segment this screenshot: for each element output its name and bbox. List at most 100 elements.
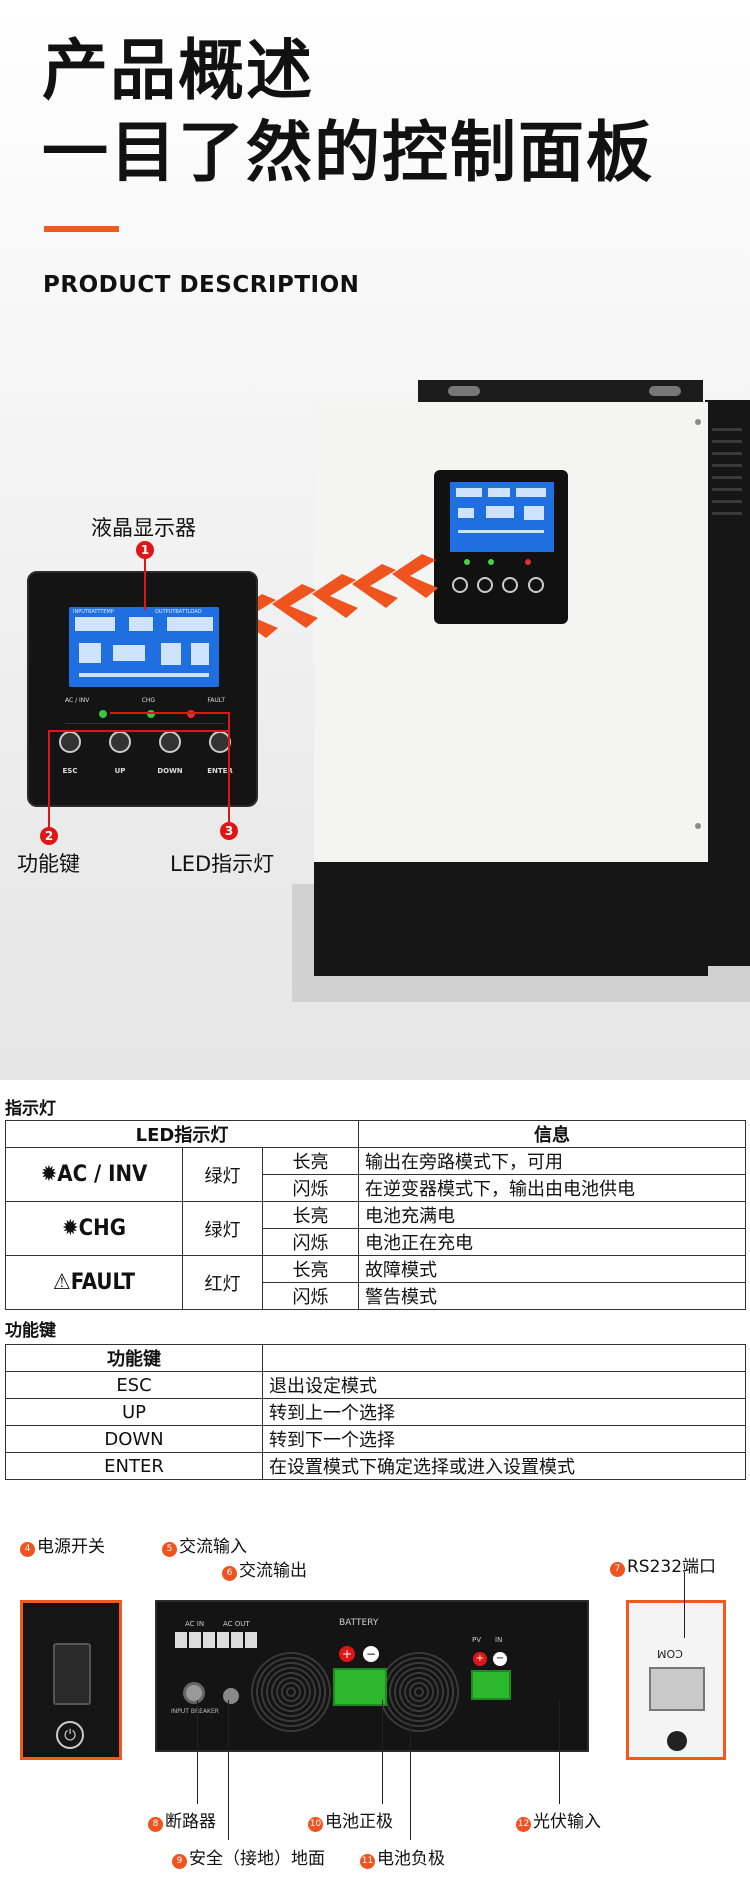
key-desc-cell: 在设置模式下确定选择或进入设置模式 <box>262 1452 746 1480</box>
button-label-row: ESC UP DOWN ENTER <box>55 767 235 775</box>
led-color-fault: 红灯 <box>182 1255 263 1310</box>
lcd-digits-right <box>167 617 213 631</box>
solar-icon <box>113 645 145 661</box>
grid-icon <box>79 643 101 663</box>
led-fault <box>187 710 195 718</box>
lcd-digits-center <box>129 617 153 631</box>
battery-text: BATTERY <box>339 1618 379 1628</box>
btn-label-down: DOWN <box>157 767 183 775</box>
ground-leader <box>228 1700 229 1840</box>
keys-callout-label: 功能键 <box>17 852 80 876</box>
pv-text: PV <box>472 1636 482 1644</box>
fan-right <box>379 1652 459 1732</box>
ac-terminals <box>175 1632 257 1648</box>
bat-neg-leader <box>410 1700 411 1840</box>
lcd-top-right: OUTPUTBATTLOAD <box>155 609 202 615</box>
btn-label-up: UP <box>114 767 126 775</box>
keys-callout-num: 2 <box>40 827 58 845</box>
led-state-cell: 闪烁 <box>262 1174 359 1202</box>
in-text: IN <box>495 1636 503 1644</box>
led-info-cell: 在逆变器模式下，输出由电池供电 <box>358 1174 746 1202</box>
ground-screw <box>223 1688 239 1704</box>
led-chg <box>147 710 155 718</box>
lcd-callout-label: 液晶显示器 <box>91 516 196 540</box>
power-switch[interactable] <box>53 1643 91 1705</box>
battery-minus-icon: − <box>363 1646 379 1662</box>
breaker-text: INPUT BREAKER <box>171 1708 219 1715</box>
ac-in-text: AC IN <box>185 1620 205 1628</box>
key-desc-cell: 转到下一个选择 <box>262 1425 746 1453</box>
led-name-chg: ✹CHG <box>5 1201 183 1256</box>
breaker-leader <box>197 1700 198 1804</box>
led-col1-header: LED指示灯 <box>5 1120 359 1148</box>
ac-out-text: AC OUT <box>223 1620 250 1628</box>
led-label-acinv: AC / INV <box>65 697 90 704</box>
battery-plus-icon: + <box>339 1646 355 1662</box>
inverter-device <box>314 380 750 976</box>
led-state-cell: 长亮 <box>262 1255 359 1283</box>
key-name-cell: DOWN <box>5 1425 263 1453</box>
key-desc-cell: 退出设定模式 <box>262 1371 746 1399</box>
page-subtitle: PRODUCT DESCRIPTION <box>43 272 360 298</box>
led-info-cell: 警告模式 <box>358 1282 746 1310</box>
page-title-line2: 一目了然的控制面板 <box>42 114 654 191</box>
rs232-panel: COM <box>626 1600 726 1760</box>
enter-button[interactable] <box>209 731 231 753</box>
led-col2-header: 信息 <box>358 1120 746 1148</box>
load-icon <box>191 643 209 665</box>
led-label-chg: CHG <box>141 697 156 704</box>
lcd-callout-num: 1 <box>136 541 154 559</box>
breaker[interactable] <box>183 1682 205 1704</box>
led-info-cell: 电池充满电 <box>358 1201 746 1229</box>
control-panel-zoom: INPUTBATTTEMP OUTPUTBATTLOAD AC / INV CH… <box>27 571 258 807</box>
power-switch-panel: ⏻ <box>20 1600 122 1760</box>
pv-minus-icon: − <box>493 1652 507 1666</box>
led-callout-label: LED指示灯 <box>170 852 275 876</box>
rs232-leader <box>684 1572 685 1638</box>
pv-leader <box>559 1700 560 1804</box>
led-table: LED指示灯 信息 ✹AC / INV 绿灯 长亮 输出在旁路模式下，可用 闪烁… <box>5 1120 746 1310</box>
led-state-cell: 长亮 <box>262 1201 359 1229</box>
pv-plus-icon: + <box>473 1652 487 1666</box>
led-callout-num: 3 <box>220 822 238 840</box>
led-color-acinv: 绿灯 <box>182 1147 263 1202</box>
pv-terminal <box>471 1670 511 1700</box>
key-col1-header: 功能键 <box>5 1344 263 1372</box>
rs232-port[interactable] <box>649 1667 705 1711</box>
key-desc-cell: 转到上一个选择 <box>262 1398 746 1426</box>
esc-button[interactable] <box>59 731 81 753</box>
keys-callout-line <box>48 730 50 830</box>
btn-label-esc: ESC <box>62 767 78 775</box>
led-state-cell: 闪烁 <box>262 1228 359 1256</box>
lcd-digits-left <box>75 617 115 631</box>
key-section-heading: 功能键 <box>5 1321 56 1341</box>
fan-left <box>251 1652 331 1732</box>
led-state-cell: 长亮 <box>262 1147 359 1175</box>
led-name-fault: ⚠FAULT <box>5 1255 183 1310</box>
btn-label-enter: ENTER <box>207 767 233 775</box>
lcd-top-left: INPUTBATTTEMP <box>73 609 114 615</box>
down-button[interactable] <box>159 731 181 753</box>
led-color-chg: 绿灯 <box>182 1201 263 1256</box>
key-name-cell: ENTER <box>5 1452 263 1480</box>
direction-arrows <box>232 554 438 638</box>
hero-section: 产品概述 一目了然的控制面板 PRODUCT DESCRIPTION <box>0 0 750 1080</box>
back-panel: AC IN AC OUT INPUT BREAKER BATTERY + − P… <box>155 1600 589 1752</box>
button-row <box>59 731 231 753</box>
page-title-line1: 产品概述 <box>42 32 314 109</box>
key-col2-header <box>262 1344 746 1372</box>
led-info-cell: 故障模式 <box>358 1255 746 1283</box>
battery-terminal <box>333 1668 387 1706</box>
lcd-bar <box>79 673 209 677</box>
led-info-cell: 电池正在充电 <box>358 1228 746 1256</box>
up-button[interactable] <box>109 731 131 753</box>
